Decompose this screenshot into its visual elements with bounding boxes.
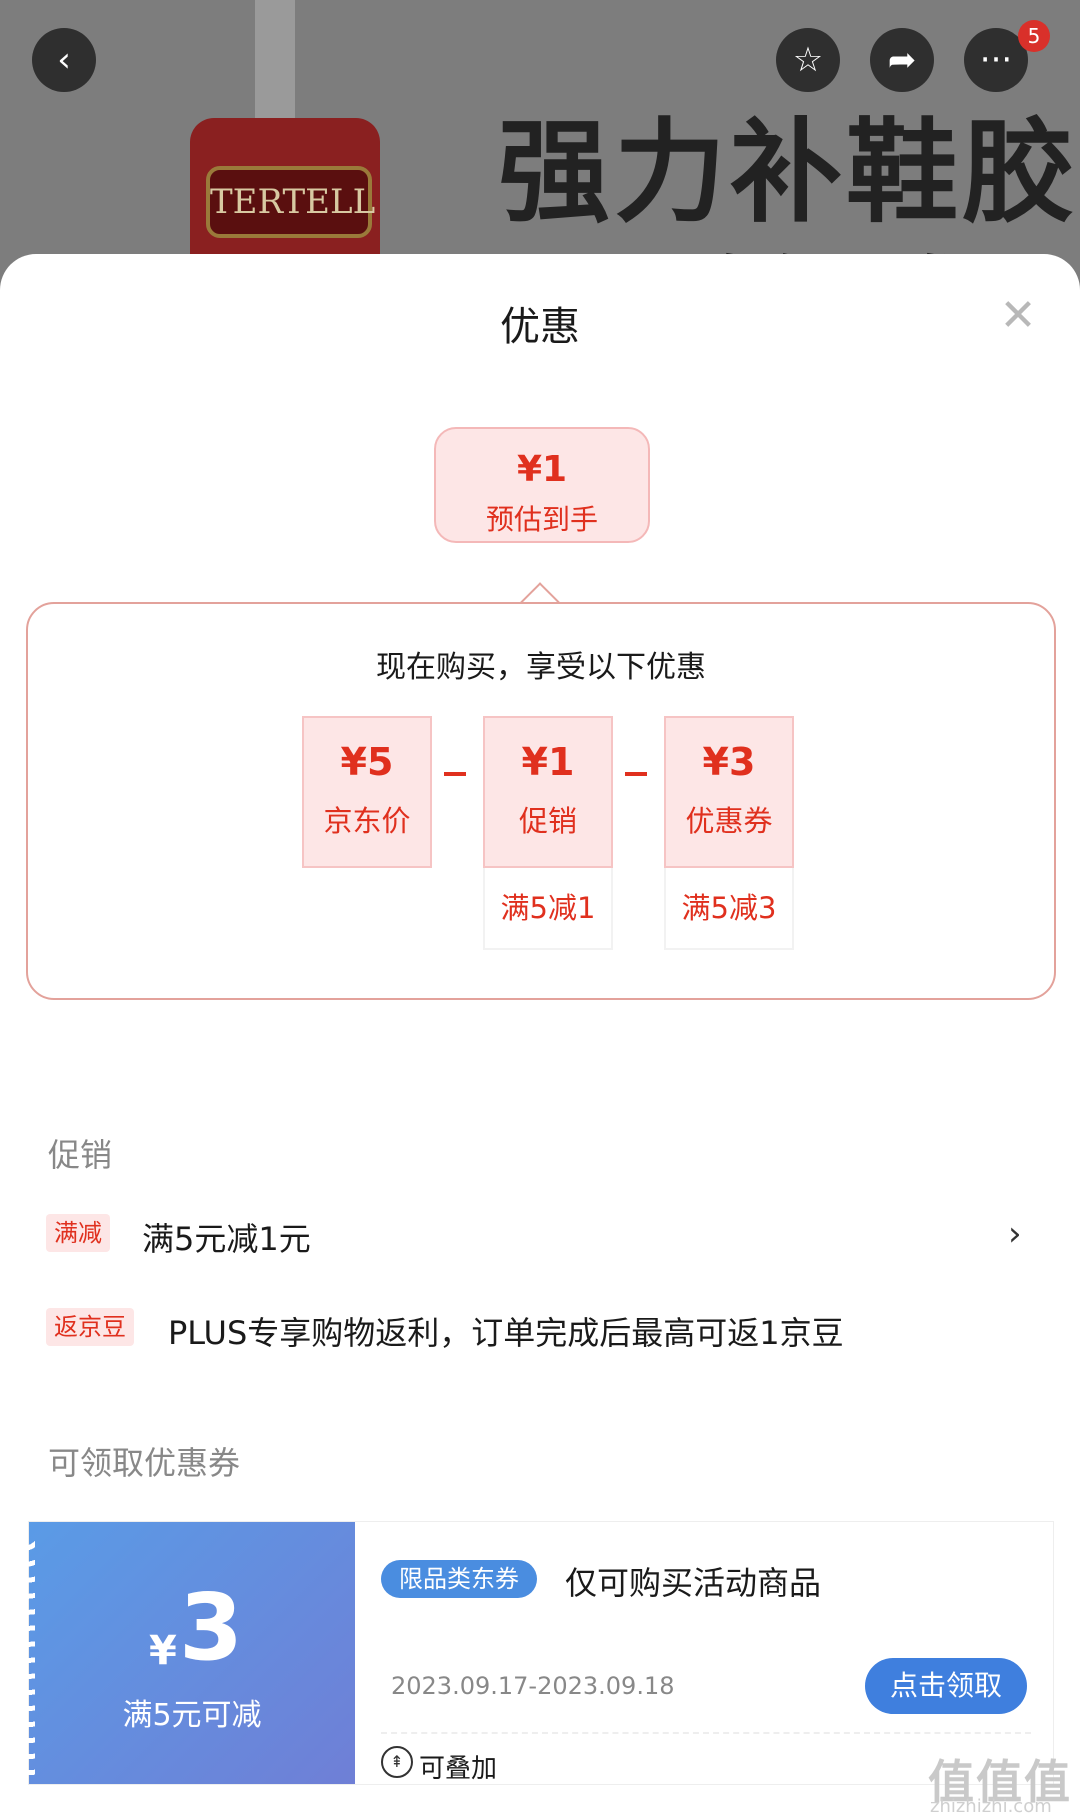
coupon-value-panel: ¥ 3 满5元可减 [23, 1522, 355, 1784]
coupon-type-tag: 限品类东券 [381, 1560, 537, 1598]
chevron-left-icon: ‹ [57, 40, 71, 80]
minus-sign [444, 772, 466, 776]
coupon-condition: 满5元可减 [122, 1698, 262, 1733]
back-button[interactable]: ‹ [32, 28, 96, 92]
claim-coupon-button[interactable]: 点击领取 [865, 1658, 1027, 1714]
coupons-heading: 可领取优惠券 [48, 1444, 241, 1482]
notification-badge: 5 [1018, 20, 1050, 52]
breakdown-name: 促销 [518, 804, 577, 838]
breakdown-title: 现在购买，享受以下优惠 [376, 650, 706, 685]
coupon-date-range: 2023.09.17-2023.09.18 [391, 1672, 675, 1700]
coupon-amount: 3 [179, 1574, 244, 1681]
coupon-divider [381, 1732, 1031, 1734]
watermark-url: zhizhizhi.com [930, 1796, 1052, 1817]
chevron-right-icon: › [1008, 1214, 1022, 1254]
breakdown-value: ¥3 [702, 740, 756, 784]
estimated-price-card: ¥1 预估到手 [434, 427, 650, 543]
discount-breakdown: 现在购买，享受以下优惠 ¥5 京东价 ¥1 促销 满5减1 ¥3 优惠券 满5减… [26, 602, 1056, 1000]
minus-sign [625, 772, 647, 776]
promo-text: PLUS专享购物返利，订单完成后最高可返1京豆 [168, 1314, 844, 1352]
breakdown-value: ¥5 [340, 740, 394, 784]
coupon-currency: ¥ [149, 1628, 177, 1674]
estimated-label: 预估到手 [485, 503, 598, 536]
breakdown-name: 优惠券 [685, 804, 773, 838]
coupon-title: 仅可购买活动商品 [565, 1564, 822, 1602]
ellipsis-icon: ··· [979, 40, 1013, 80]
breakdown-name: 京东价 [323, 804, 411, 838]
breakdown-item-coupon: ¥3 优惠券 [664, 716, 794, 868]
promo-text: 满5元减1元 [142, 1220, 311, 1258]
breakdown-sub-promotion: 满5减1 [483, 868, 613, 950]
coupon-card: ¥ 3 满5元可减 限品类东券 仅可购买活动商品 2023.09.17-2023… [23, 1521, 1054, 1785]
estimated-amount: ¥1 [516, 449, 568, 490]
coupon-perforation [23, 1522, 35, 1784]
sheet-title: 优惠 [500, 304, 580, 350]
promo-tag: 返京豆 [46, 1308, 134, 1346]
watermark-logo: 值值值 [928, 1755, 1072, 1809]
star-icon: ☆ [792, 40, 824, 80]
breakdown-item-promotion: ¥1 促销 [483, 716, 613, 868]
close-button[interactable]: ✕ [992, 290, 1044, 342]
stack-icon: ⇞ [381, 1746, 413, 1778]
product-headline: 强力补鞋胶 [498, 108, 1078, 238]
more-button[interactable]: ··· [964, 28, 1028, 92]
share-icon: ➦ [887, 40, 917, 80]
breakdown-value: ¥1 [521, 740, 575, 784]
promotion-heading: 促销 [48, 1136, 113, 1174]
bottle-brand-label: TERTELL [206, 166, 375, 238]
breakdown-item-jd-price: ¥5 京东价 [302, 716, 432, 868]
share-button[interactable]: ➦ [870, 28, 934, 92]
bottle-nozzle [255, 0, 295, 120]
favorite-button[interactable]: ☆ [776, 28, 840, 92]
close-icon: ✕ [999, 290, 1037, 341]
breakdown-sub-coupon: 满5减3 [664, 868, 794, 950]
coupon-stackable: 可叠加 [419, 1754, 498, 1784]
promo-tag: 满减 [46, 1214, 110, 1252]
offers-sheet: 优惠 ✕ ¥1 预估到手 现在购买，享受以下优惠 ¥5 京东价 ¥1 促销 满5… [0, 254, 1080, 1819]
